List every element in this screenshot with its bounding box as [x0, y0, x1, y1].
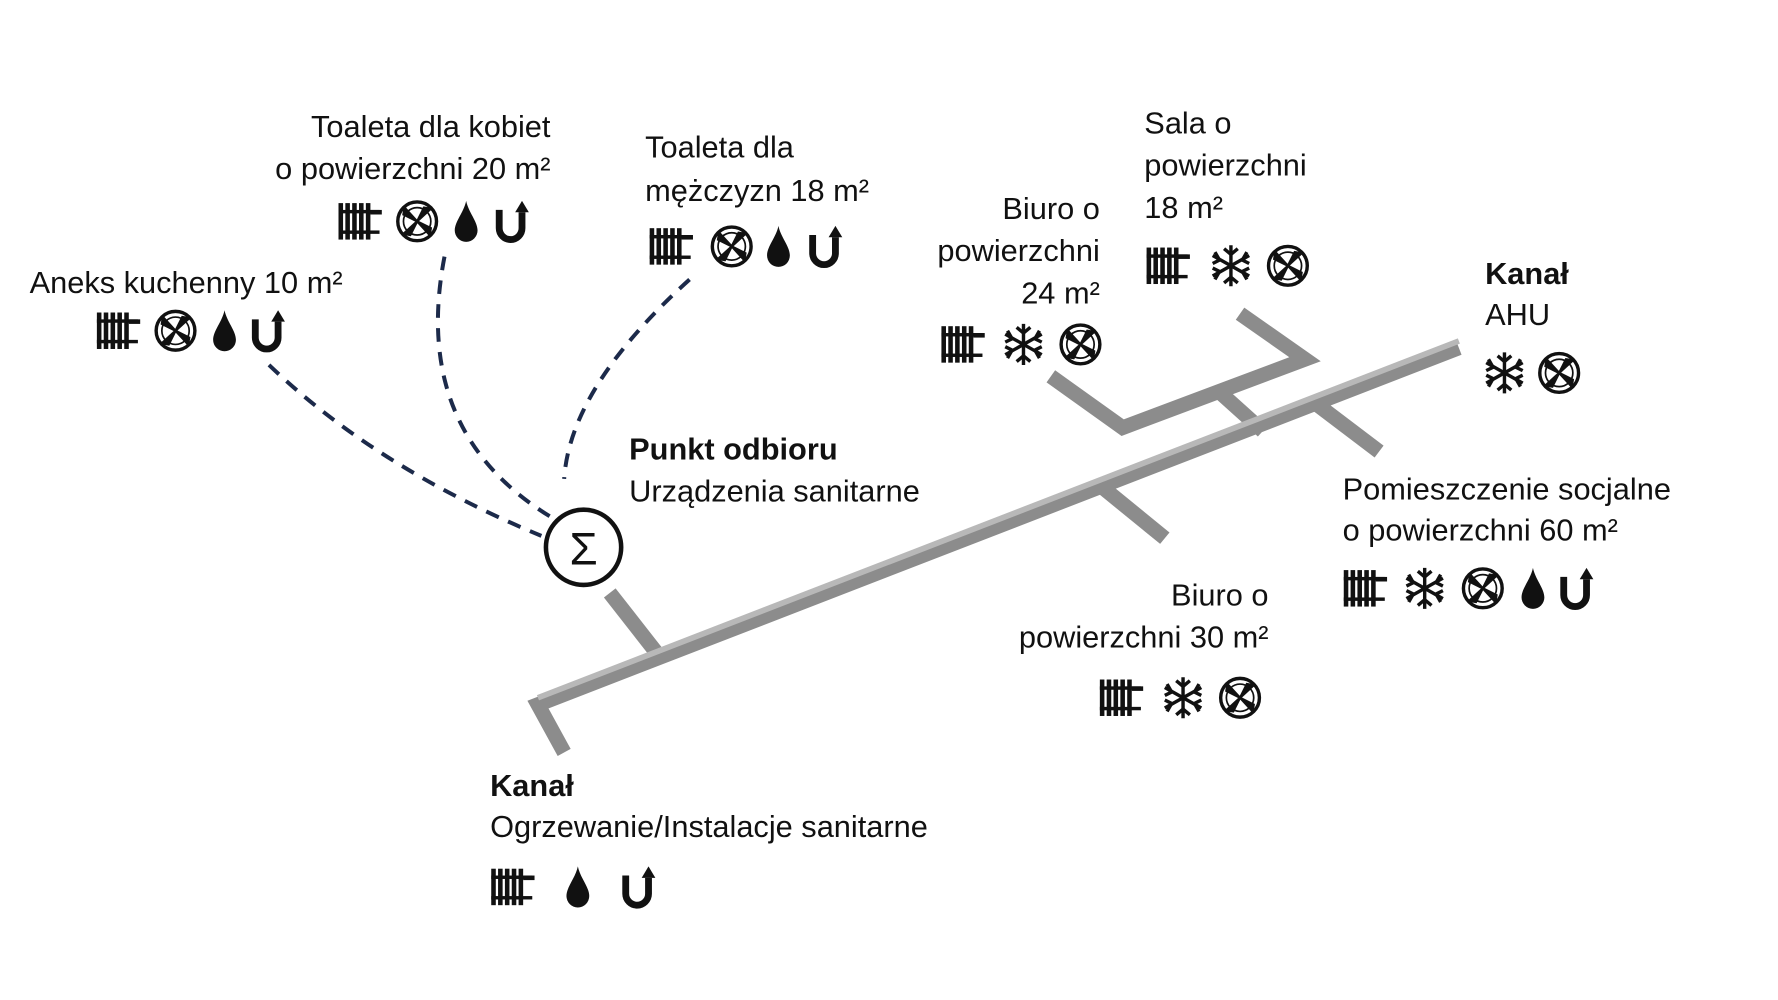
fan-icon: [1461, 567, 1504, 610]
room-label: o powierzchni 20 m²: [275, 151, 550, 186]
duct-network: [527, 307, 1462, 757]
snowflake-icon: [1484, 350, 1525, 396]
room-label: Toaleta dla kobiet: [311, 109, 551, 144]
channel-ahu-subtitle: AHU: [1485, 297, 1550, 332]
radiator-icon: [491, 868, 535, 906]
room-womens-toilet: Toaleta dla kobiet o powierzchni 20 m²: [275, 109, 551, 242]
radiator-icon: [941, 326, 985, 363]
duct-branch: [1098, 482, 1170, 544]
room-label: Biuro o: [1171, 577, 1268, 612]
radiator-icon: [1146, 247, 1190, 285]
siphon-icon: [255, 310, 285, 349]
main-duct: [527, 340, 1462, 757]
water-drop-icon: [767, 225, 790, 267]
siphon-icon: [499, 201, 529, 240]
room-office-30: Biuro o powierzchni 30 m²: [1019, 577, 1269, 720]
siphon-icon: [1564, 568, 1594, 607]
room-label: mężczyzn 18 m²: [645, 173, 869, 208]
radiator-icon: [96, 312, 141, 349]
snowflake-icon: [1003, 322, 1044, 367]
svg-text:Σ: Σ: [569, 523, 597, 574]
room-hall-18: Sala o powierzchni 18 m²: [1144, 106, 1309, 289]
siphon-icon: [626, 866, 656, 905]
snowflake-icon: [1404, 566, 1445, 611]
fan-icon: [1218, 676, 1262, 719]
room-label: Pomieszczenie socjalne: [1343, 471, 1671, 506]
radiator-icon: [1343, 570, 1388, 607]
water-drop-icon: [454, 200, 478, 242]
receiving-point-title: Punkt odbioru: [629, 432, 838, 467]
water-drop-icon: [213, 310, 236, 352]
fan-icon: [1538, 351, 1581, 395]
room-label: 18 m²: [1144, 190, 1223, 225]
room-label: Aneks kuchenny 10 m²: [30, 265, 343, 300]
water-drop-icon: [566, 866, 590, 908]
channel-ahu-title: Kanał: [1485, 256, 1569, 291]
snowflake-icon: [1163, 675, 1203, 720]
room-label: 24 m²: [1021, 275, 1100, 310]
fan-icon: [1266, 244, 1309, 287]
siphon-icon: [813, 226, 843, 265]
connection-line: [267, 363, 543, 538]
channel-heating-subtitle: Ogrzewanie/Instalacje sanitarne: [490, 809, 928, 844]
room-label: o powierzchni 60 m²: [1343, 512, 1618, 547]
duct-branch: [1212, 384, 1268, 437]
connection-line: [562, 277, 691, 480]
radiator-icon: [649, 228, 693, 265]
room-social-60: Pomieszczenie socjalne o powierzchni 60 …: [1343, 471, 1671, 611]
duct-branch: [603, 588, 665, 661]
room-mens-toilet: Toaleta dla mężczyzn 18 m²: [645, 130, 869, 267]
room-label: powierzchni 30 m²: [1019, 620, 1269, 655]
connection-line: [435, 256, 555, 521]
channel-heating-title: Kanał: [490, 768, 574, 803]
fan-icon: [1059, 323, 1102, 366]
fan-icon: [710, 225, 753, 268]
room-label: powierzchni: [1144, 148, 1306, 183]
snowflake-icon: [1210, 243, 1251, 289]
radiator-icon: [1099, 679, 1144, 716]
receiving-point-symbol: Σ: [543, 507, 624, 588]
room-label: powierzchni: [937, 233, 1099, 268]
fan-icon: [154, 309, 197, 352]
room-label: Toaleta dla: [645, 130, 795, 165]
room-label: Biuro o: [1002, 191, 1099, 226]
water-drop-icon: [1521, 567, 1545, 609]
radiator-icon: [338, 203, 382, 240]
fan-icon: [396, 200, 439, 243]
room-label: Sala o: [1144, 106, 1231, 141]
room-kitchenette: Aneks kuchenny 10 m²: [30, 265, 343, 351]
room-office-24: Biuro o powierzchni 24 m²: [937, 191, 1102, 367]
duct-branch-upper: [1046, 307, 1321, 436]
receiving-point-subtitle: Urządzenia sanitarne: [629, 474, 920, 509]
duct-branch: [1308, 395, 1384, 458]
